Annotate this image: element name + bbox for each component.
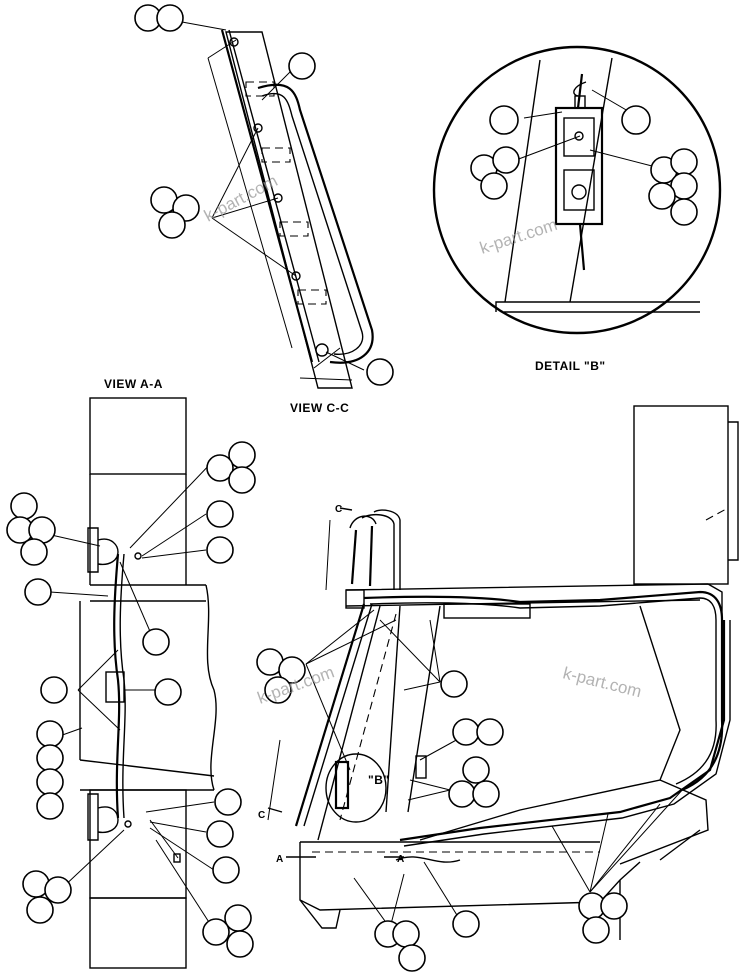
- detail-b-drawing: [432, 45, 722, 335]
- detail-b-label: DETAIL "B": [535, 359, 606, 373]
- section-a-left-label: A: [276, 854, 283, 865]
- watermark: k-part.com: [561, 663, 644, 701]
- watermark: k-part.com: [477, 215, 559, 258]
- section-c-bottom-label: C: [258, 810, 265, 821]
- view-aa-drawing: [37, 397, 217, 969]
- view-cc-callouts: [134, 4, 394, 386]
- view-aa-label: VIEW A-A: [104, 377, 163, 391]
- cab-drawing: [267, 405, 739, 940]
- callout-b-label: "B": [368, 773, 390, 787]
- section-c-top-label: C: [335, 504, 342, 515]
- section-a-right-label: A: [397, 854, 404, 865]
- view-cc-label: VIEW C-C: [290, 401, 349, 415]
- view-aa-callouts: [6, 441, 256, 958]
- cab-callouts: [256, 648, 628, 972]
- detail-b-callouts: [470, 105, 698, 226]
